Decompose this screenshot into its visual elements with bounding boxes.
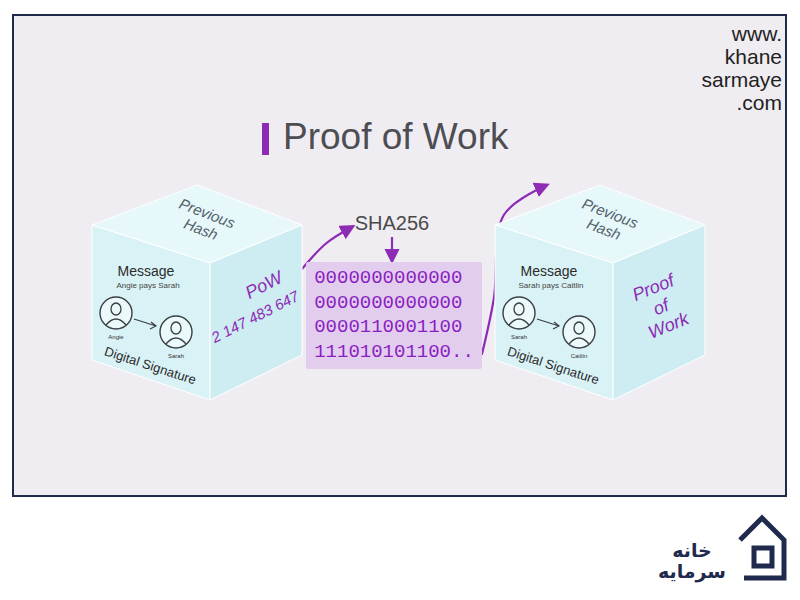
hash-function: SHA256 — [355, 212, 430, 235]
avatar-figure — [569, 322, 589, 344]
logo-house — [740, 518, 784, 578]
block-text: Caitlin — [559, 353, 599, 360]
avatar-circle — [563, 316, 595, 348]
avatar-circle — [100, 297, 132, 329]
block-cube: Previous HashMessageAngie pays SarahAngi… — [92, 185, 302, 400]
person-avatar — [503, 297, 535, 329]
block-text: Sarah — [156, 353, 196, 360]
block-text: Message — [98, 263, 194, 279]
cube-right-face — [613, 225, 705, 400]
avatar-circle — [503, 297, 535, 329]
transfer-arrow — [134, 319, 156, 329]
panel — [13, 15, 786, 496]
block-text: Sarah pays Caitlin — [501, 281, 601, 290]
block-text: Angie — [96, 334, 136, 341]
hash-digits: 0000000000000 0000000000000 000011000110… — [314, 266, 474, 365]
hash-box: 0000000000000 0000000000000 000011000110… — [306, 262, 482, 369]
block-text: Angie pays Sarah — [98, 281, 198, 290]
title-bar — [262, 123, 269, 155]
block-cube: Previous HashMessageSarah pays CaitlinSa… — [495, 185, 705, 400]
transfer-arrow — [537, 319, 559, 329]
logo-window — [754, 548, 772, 566]
cube-left-face — [495, 225, 613, 400]
avatar-circle — [160, 316, 192, 348]
flow-arrow — [391, 237, 393, 261]
function-name: SHA256 — [355, 212, 430, 235]
avatar-figure — [166, 322, 186, 344]
cube-left-face — [92, 225, 210, 400]
avatar-figure — [106, 303, 126, 325]
website-watermark: www. khane sarmaye .com — [688, 22, 782, 114]
logo-icon — [740, 518, 784, 578]
person-avatar — [563, 316, 595, 348]
avatar-figure — [509, 303, 529, 325]
person-avatar — [160, 316, 192, 348]
person-avatar — [100, 297, 132, 329]
block-text: Message — [501, 263, 597, 279]
logo-text: خانه سرمایه — [650, 540, 734, 582]
block-text: Sarah — [499, 334, 539, 341]
diagram-title: Proof of Work — [283, 116, 509, 158]
